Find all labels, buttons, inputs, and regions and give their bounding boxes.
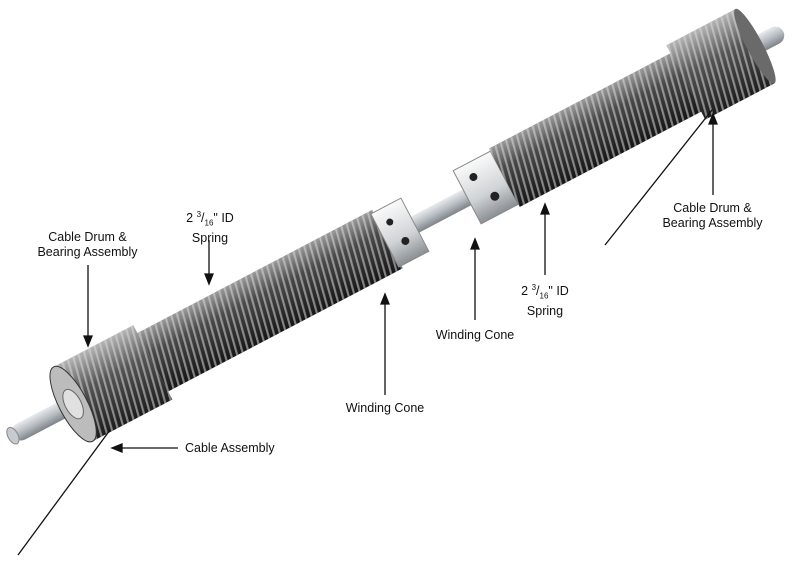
t: " ID (548, 284, 569, 299)
left-spring (137, 209, 403, 392)
label-line: Spring (526, 303, 564, 318)
label-left-winding-cone: Winding Cone (345, 401, 425, 415)
label-right-spring: 2 3/16" ID Spring (505, 280, 585, 319)
t: 3 (531, 283, 537, 292)
label-right-cable-drum: Cable Drum & Bearing Assembly (655, 201, 770, 231)
label-line: Bearing Assembly (662, 216, 763, 230)
label-left-spring: 2 3/16" ID Spring (170, 207, 250, 246)
label-line: Cable Drum & (48, 230, 127, 244)
right-spring (488, 50, 706, 207)
right-winding-cone (452, 150, 519, 225)
label-line: Spring (191, 230, 229, 245)
label-line: 2 3/16" ID (505, 280, 585, 304)
t: " ID (213, 211, 234, 226)
t: 2 (186, 211, 197, 226)
label-cable-assembly: Cable Assembly (185, 441, 275, 455)
left-cable-drum (49, 325, 173, 443)
t: 2 (521, 284, 532, 299)
left-winding-cone (370, 197, 430, 268)
shaft-end-left (6, 426, 20, 445)
t: 3 (196, 210, 202, 219)
t: / (201, 211, 205, 226)
t: 16 (539, 291, 549, 301)
right-cable-drum (666, 8, 776, 120)
label-line: Bearing Assembly (37, 245, 138, 259)
label-right-winding-cone: Winding Cone (435, 328, 515, 342)
label-line: 2 3/16" ID (170, 207, 250, 231)
leader-arrows (17, 109, 718, 556)
t: 16 (204, 218, 214, 228)
label-line: Cable Drum & (673, 201, 752, 215)
t: / (536, 284, 540, 299)
label-left-cable-drum: Cable Drum & Bearing Assembly (30, 230, 145, 260)
